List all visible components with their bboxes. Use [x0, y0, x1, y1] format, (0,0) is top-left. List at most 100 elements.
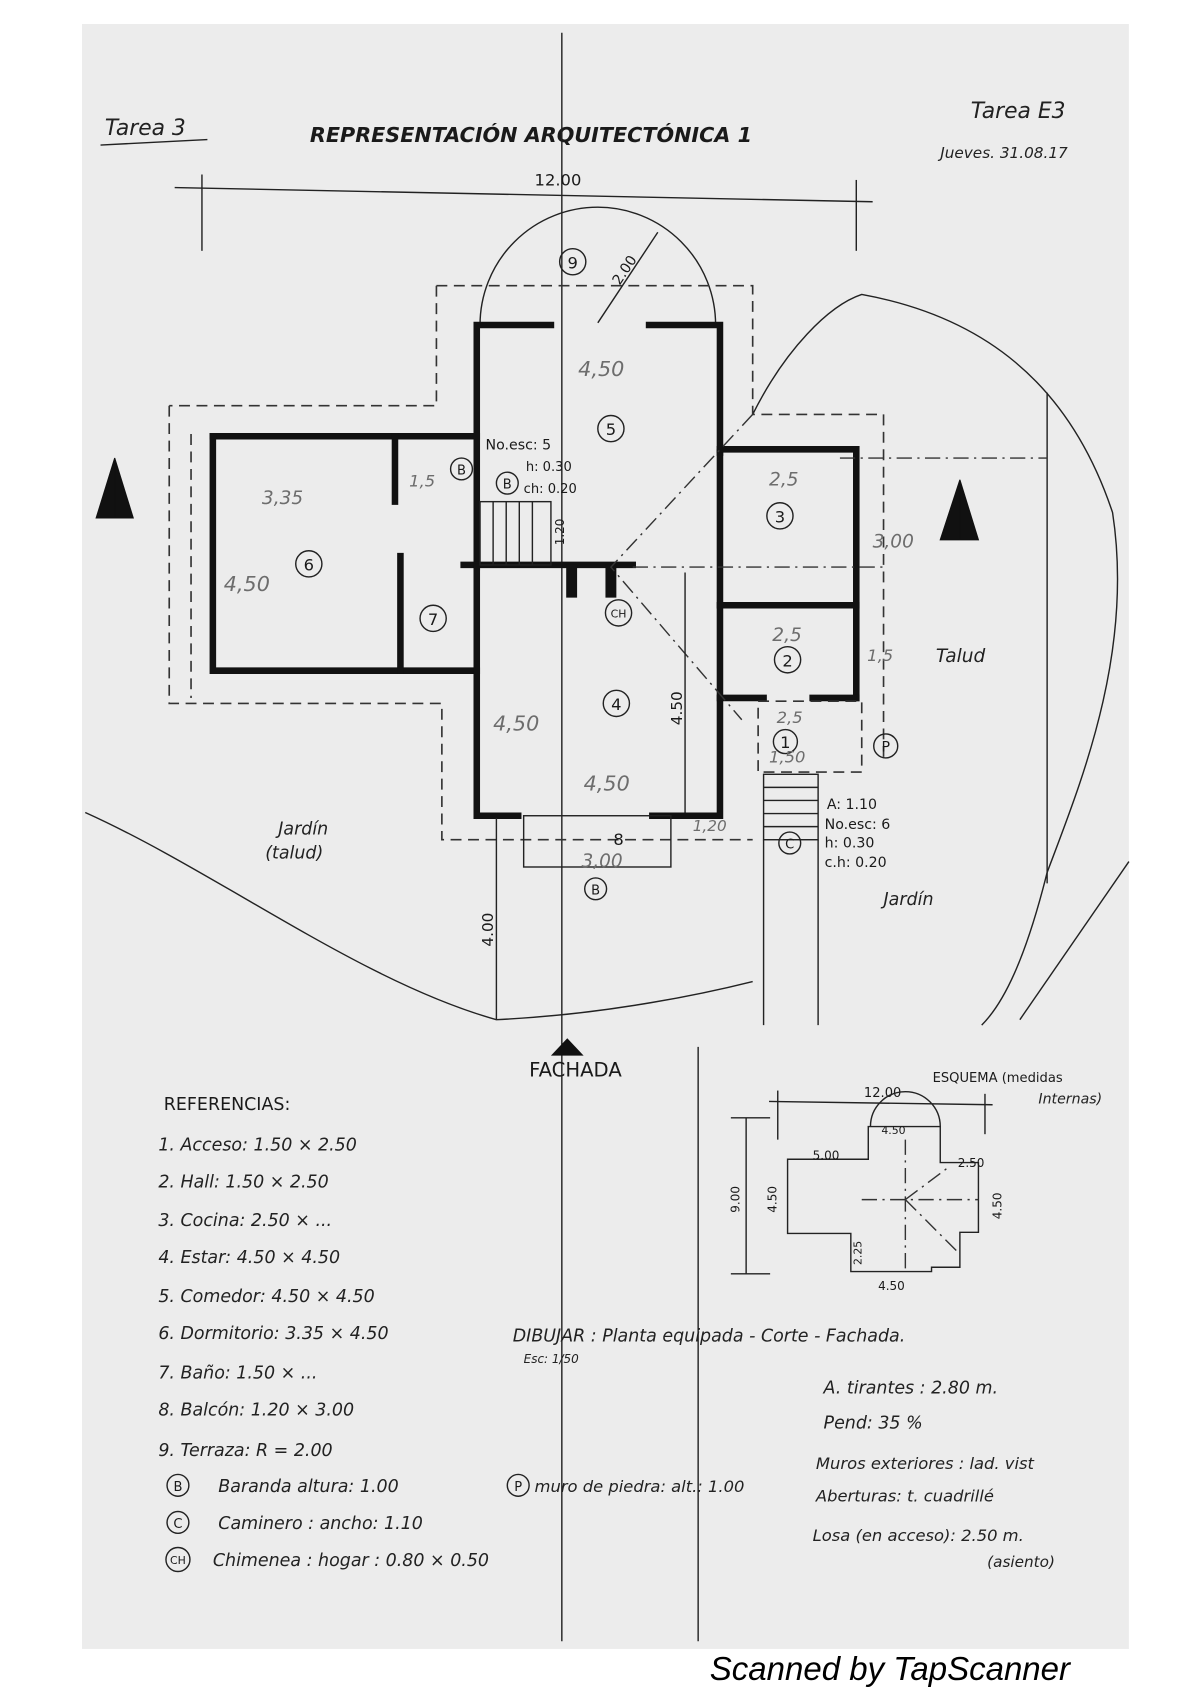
garden-right-label: Jardín [881, 890, 934, 910]
reference-item: 4. Estar: 4.50 × 4.50 [158, 1248, 340, 1268]
reference-item: 3. Cocina: 2.50 × ... [158, 1211, 332, 1231]
front-dimension-label: 4.00 [479, 913, 497, 947]
schema-height: 9.00 [729, 1186, 743, 1213]
note-asiento: (asiento) [987, 1553, 1055, 1571]
schema-left-w: 5.00 [813, 1148, 840, 1162]
overall-dimension [174, 186, 873, 203]
references-title: REFERENCIAS: [164, 1095, 291, 1115]
outer-stair-h: h: 0.30 [825, 835, 875, 851]
room-2: 2 [782, 651, 792, 670]
pencil-dim: 1,20 [693, 817, 727, 835]
outer-stair-ch: c.h: 0.20 [825, 855, 887, 871]
scale-note: Esc: 1/50 [524, 1352, 580, 1366]
note-losa: Losa (en acceso): 2.50 m. [813, 1526, 1024, 1545]
estar-dimension-label: 4.50 [668, 691, 686, 725]
symbol-text: Chimenea : hogar : 0.80 × 0.50 [213, 1551, 489, 1571]
schema-total: 12.00 [864, 1086, 901, 1101]
terrace-arc [479, 206, 717, 325]
path-marker: C [785, 837, 794, 852]
facade-label: FACHADA [529, 1058, 622, 1081]
inner-stair-steps: No.esc: 5 [485, 437, 551, 453]
reference-item: 9. Terraza: R = 2.00 [158, 1441, 332, 1461]
north-arrow-right [939, 479, 980, 541]
inner-stair-h: h: 0.30 [526, 460, 572, 475]
garden-left-sub: (talud) [265, 843, 323, 863]
exterior-stair [762, 773, 819, 1026]
room-7: 7 [428, 610, 438, 629]
terrace-radius [597, 231, 659, 324]
schema-bottom-w: 4.50 [878, 1279, 905, 1293]
schema-terrace: 4.50 [881, 1124, 905, 1137]
schema-bottom-h: 2.25 [852, 1241, 865, 1265]
reference-item: 1. Acceso: 1.50 × 2.50 [158, 1136, 357, 1156]
symbol-text: Baranda altura: 1.00 [218, 1477, 398, 1497]
overall-width-label: 12.00 [535, 170, 582, 189]
schema: ESQUEMA (medidas Internas) 12.00 4.50 5.… [729, 1071, 1103, 1293]
reference-item: 5. Comedor: 4.50 × 4.50 [158, 1287, 374, 1307]
garden-boundary [84, 293, 1119, 1026]
schema-right-w: 2.50 [958, 1156, 985, 1170]
symbol-mark: B [173, 1480, 182, 1495]
room-9: 9 [568, 253, 578, 272]
reference-item: 2. Hall: 1.50 × 2.50 [158, 1173, 328, 1193]
garden-left-label: Jardín [275, 819, 328, 839]
north-arrow-left [95, 457, 134, 519]
underline [100, 138, 208, 146]
pencil-dim: 4,50 [224, 572, 270, 596]
schema-title-2: Internas) [1038, 1092, 1102, 1108]
schema-title: ESQUEMA (medidas [933, 1071, 1063, 1086]
pencil-dim: 4,50 [493, 712, 539, 736]
tarea-note-left: Tarea 3 [105, 116, 186, 141]
schema-right-h: 4.50 [990, 1193, 1004, 1220]
section-line [609, 413, 1048, 721]
symbol-text: muro de piedra: alt.: 1.00 [535, 1477, 745, 1496]
balcony [522, 815, 672, 868]
pencil-dim: 3,35 [262, 488, 303, 509]
schema-left-h: 4.50 [766, 1186, 780, 1213]
date-note: Jueves. 31.08.17 [937, 144, 1068, 162]
pencil-dim: 4,50 [584, 772, 630, 796]
tarea-note-right: Tarea E3 [971, 99, 1066, 124]
note-muros: Muros exteriores : lad. vist [816, 1454, 1035, 1473]
pencil-dim: 2,5 [777, 708, 803, 727]
symbol-mark: C [173, 1517, 182, 1532]
room-3: 3 [775, 507, 785, 526]
scanner-watermark: Scanned by TapScanner [709, 1650, 1070, 1687]
room-1: 1 [780, 733, 790, 752]
pencil-dim: 1,50 [769, 747, 805, 766]
inner-stair-width: 1.20 [553, 519, 567, 546]
railing-marker: B [457, 463, 466, 478]
pencil-dim: 1,5 [409, 471, 435, 490]
pencil-dim: 2,5 [772, 625, 801, 646]
walls [209, 321, 860, 820]
drawing-instructions: DIBUJAR : Planta equipada - Corte - Fach… [513, 1326, 905, 1346]
chimney-marker: CH [611, 607, 627, 620]
stone-wall-marker: P [881, 739, 890, 755]
railing-marker: B [503, 478, 512, 493]
pencil-dim: 3,00 [581, 851, 622, 872]
reference-item: 6. Dormitorio: 3.35 × 4.50 [158, 1324, 388, 1344]
pencil-dimensions: 4,50 3,35 4,50 1,5 2,5 3,00 2,5 1,5 2,5 … [224, 357, 914, 872]
room-markers: 9 5 3 6 7 CH 4 2 1 P B B B C 8 [295, 247, 899, 901]
talud-label: Talud [936, 646, 986, 667]
outer-stair-steps: No.esc: 6 [825, 817, 891, 833]
note-aberturas: Aberturas: t. cuadrillé [815, 1487, 994, 1506]
pencil-dim: 1,5 [867, 646, 893, 665]
outer-stair-a: A: 1.10 [827, 797, 877, 813]
room-8: 8 [613, 830, 623, 849]
symbol-text: Caminero : ancho: 1.10 [218, 1514, 423, 1534]
site-line [1019, 861, 1130, 1021]
inner-stair-ch: ch: 0.20 [524, 482, 577, 497]
reference-item: 7. Baño: 1.50 × ... [158, 1363, 317, 1383]
room-4: 4 [611, 695, 621, 714]
pencil-dim: 4,50 [578, 357, 624, 381]
railing-marker: B [591, 883, 600, 898]
interior-stair [479, 500, 552, 566]
room-6: 6 [304, 555, 314, 574]
paper [81, 23, 1129, 1649]
page-title: REPRESENTACIÓN ARQUITECTÓNICA 1 [310, 122, 752, 147]
facade-marker [550, 1038, 584, 1056]
references: REFERENCIAS: 1. Acceso: 1.50 × 2.50 2. H… [158, 1095, 745, 1573]
room-5: 5 [606, 420, 616, 439]
